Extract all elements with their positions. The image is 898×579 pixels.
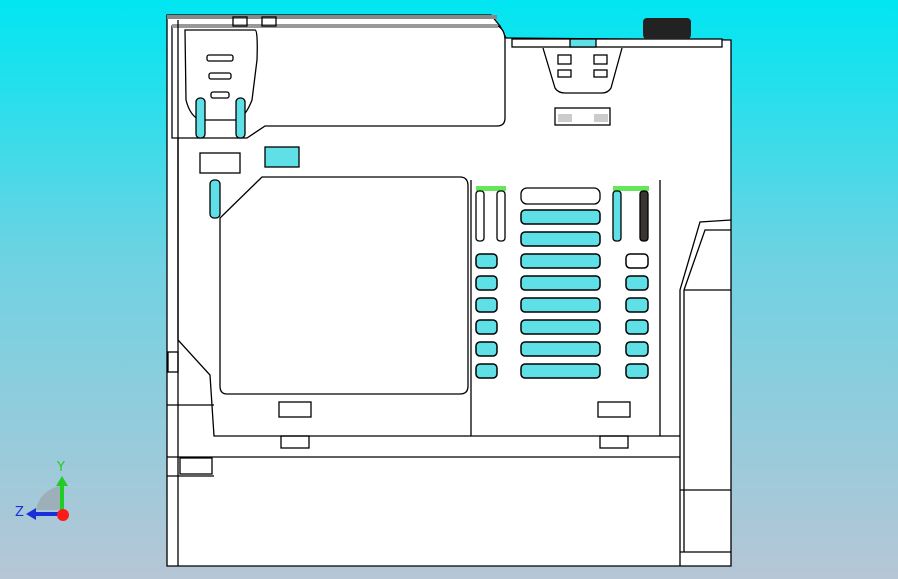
vent-slot xyxy=(475,253,498,269)
vent-slot xyxy=(520,363,601,379)
foot xyxy=(280,435,310,449)
vent-slot xyxy=(625,319,649,335)
vent-slot xyxy=(520,187,601,205)
slot xyxy=(209,179,221,219)
pin xyxy=(557,69,572,78)
y-arrow-icon xyxy=(56,476,68,486)
triad-arc xyxy=(36,486,62,510)
vent-slot xyxy=(625,363,649,379)
z-arrow-icon xyxy=(26,508,36,520)
right-cover xyxy=(679,219,732,566)
vent-slot xyxy=(520,297,601,313)
side-feature xyxy=(167,351,179,373)
vent-grid xyxy=(475,209,649,379)
vent-slot xyxy=(520,341,601,357)
window xyxy=(264,146,300,168)
pin xyxy=(593,69,608,78)
latch-leg xyxy=(195,97,206,139)
connector xyxy=(542,47,623,94)
vent-slot xyxy=(520,319,601,335)
vent-slot xyxy=(475,363,498,379)
axis-triad: Y Z xyxy=(15,460,69,521)
label-panel xyxy=(219,176,469,395)
tab-green xyxy=(476,186,506,191)
vent-slot xyxy=(520,209,601,225)
lower-outline xyxy=(177,138,680,437)
x-axis-dot-icon xyxy=(57,509,69,521)
pad xyxy=(558,114,572,122)
top-plate-tab xyxy=(569,38,597,48)
model-part xyxy=(166,14,732,567)
vent-slot xyxy=(475,275,498,291)
pin xyxy=(593,54,608,65)
tab-green xyxy=(613,186,649,191)
foot xyxy=(599,435,629,449)
vent-slot xyxy=(520,275,601,291)
vent-slot xyxy=(475,319,498,335)
notch xyxy=(261,16,277,27)
post xyxy=(612,190,622,242)
vent-slot xyxy=(475,297,498,313)
vent-slot xyxy=(475,341,498,357)
top-edge xyxy=(167,15,497,19)
y-label: Y xyxy=(56,460,65,475)
vent-slot xyxy=(520,253,601,269)
vent-slot xyxy=(625,275,649,291)
right-cover xyxy=(683,229,731,291)
latch-slot xyxy=(210,91,230,99)
vent-slot xyxy=(520,231,601,247)
latch-slot xyxy=(206,54,234,62)
notch xyxy=(232,16,248,27)
upper-housing xyxy=(171,25,506,139)
knob xyxy=(643,18,691,39)
post xyxy=(475,190,485,242)
foot xyxy=(278,401,312,418)
foot xyxy=(597,401,631,418)
top-plate xyxy=(511,38,723,48)
vent-slot xyxy=(625,253,649,269)
latch-leg xyxy=(235,97,246,139)
pad xyxy=(594,114,608,122)
post xyxy=(496,190,506,242)
clip xyxy=(199,152,241,174)
rail xyxy=(172,24,498,28)
z-label: Z xyxy=(15,505,24,520)
vent-slot xyxy=(625,341,649,357)
vent-slot xyxy=(625,297,649,313)
pin xyxy=(557,54,572,65)
latch-slot xyxy=(208,72,232,80)
side-feature xyxy=(179,457,213,475)
post xyxy=(639,190,649,242)
